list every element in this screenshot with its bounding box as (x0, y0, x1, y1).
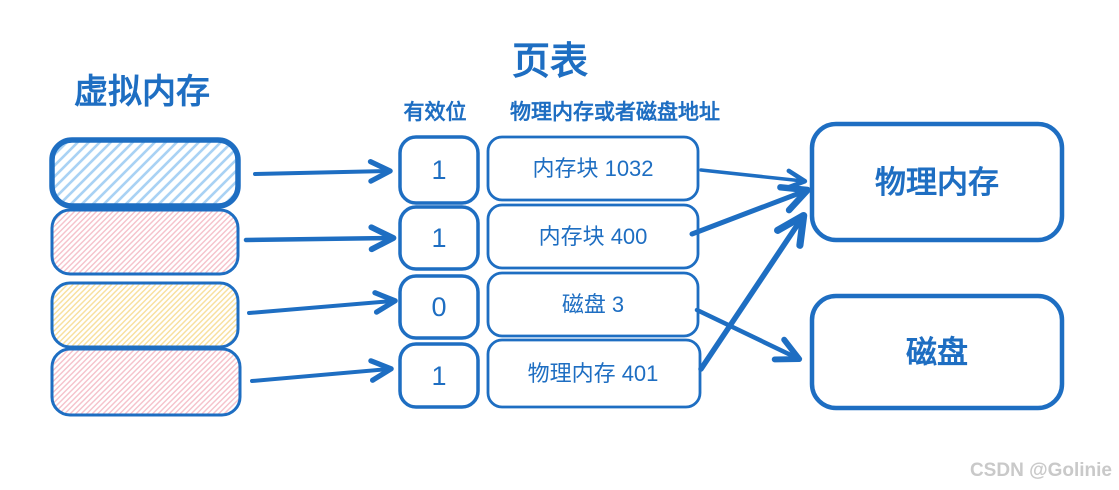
address-value-1: 内存块 1032 (532, 156, 653, 181)
address-value-3: 磁盘 3 (562, 292, 624, 317)
address-box-3 (486, 271, 700, 338)
csdn-watermark: CSDN @Golinie (970, 460, 1112, 481)
address-value-4: 物理内存 401 (528, 361, 659, 386)
valid-bit-box-4 (398, 342, 480, 409)
arrow-row3-to-disk (694, 307, 803, 363)
virtual-memory-title: 虚拟内存 (74, 73, 210, 111)
address-box-2 (486, 203, 700, 270)
valid-bit-value-4: 1 (431, 361, 446, 391)
disk-label: 磁盘 (906, 335, 968, 370)
virtual-block-1 (49, 137, 241, 209)
arrow-block4-to-row4 (250, 358, 394, 383)
address-box-1 (486, 135, 700, 202)
address-value-2: 内存块 400 (539, 224, 648, 249)
arrow-block1-to-row1 (253, 159, 393, 184)
physical-memory-box (809, 121, 1065, 243)
address-column-header: 物理内存或者磁盘地址 (510, 100, 720, 124)
arrow-block2-to-row2 (243, 224, 397, 253)
valid-bit-value-2: 1 (431, 223, 446, 253)
page-table-title: 页表 (512, 41, 588, 83)
valid-bit-value-3: 0 (431, 292, 446, 322)
disk-box (809, 293, 1065, 411)
virtual-block-4 (50, 347, 242, 417)
valid-bit-value-1: 1 (431, 155, 446, 185)
arrow-block3-to-row3 (247, 290, 398, 315)
virtual-block-2 (50, 208, 240, 276)
physical-memory-label: 物理内存 (875, 165, 999, 200)
valid-bit-column-header: 有效位 (404, 100, 467, 124)
valid-bit-box-3 (398, 274, 480, 340)
arrow-row2-to-physical-memory (689, 184, 811, 237)
address-box-4 (486, 338, 702, 409)
valid-bit-box-1 (398, 135, 480, 205)
arrow-row4-to-physical-memory (698, 211, 808, 372)
valid-bit-box-2 (398, 205, 480, 271)
arrow-row1-to-physical-memory (699, 168, 808, 191)
virtual-block-3 (50, 281, 240, 349)
